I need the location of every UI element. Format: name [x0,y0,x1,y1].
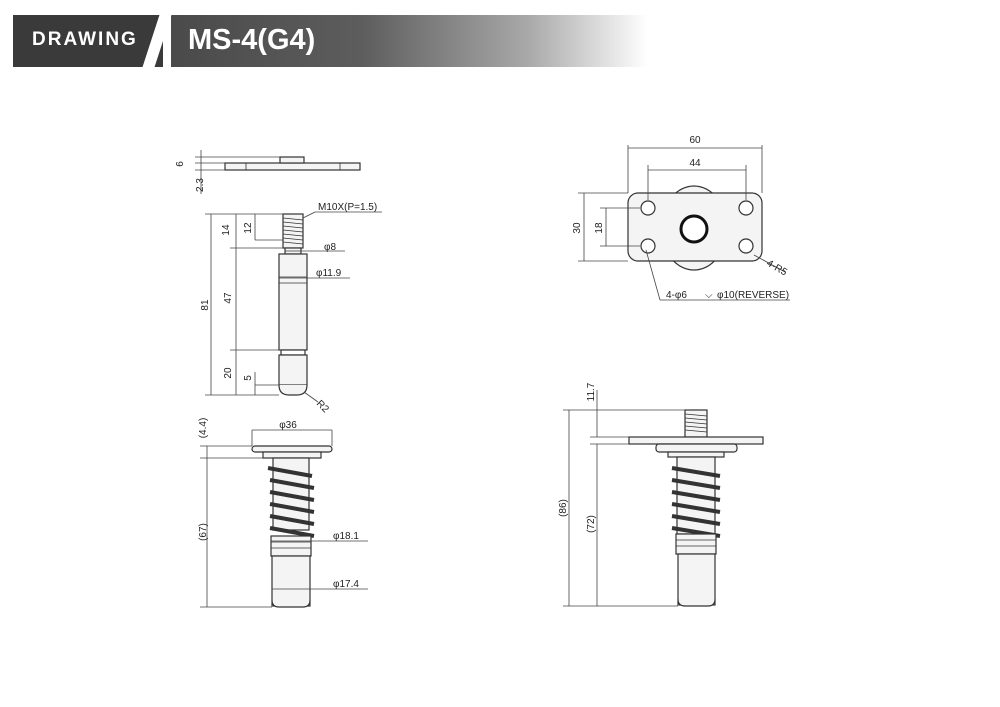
dim-thread-length: 14 [221,224,232,236]
plate-side-view [195,150,361,194]
assembly-left-view [200,429,368,608]
dim-spring-diameter: φ18.1 [333,531,359,542]
dim-flange-diameter: φ36 [279,420,297,431]
dim-hole-pitch-y: 18 [594,222,605,234]
dim-thread-spec: M10X(P=1.5) [318,202,377,213]
dim-chamfer-length: 5 [243,375,254,381]
dim-counterbore: φ10(REVERSE) [717,290,789,301]
dim-plate-offset: 2.3 [195,178,206,192]
plate-plan-view [578,145,790,301]
dim-thread-protrusion: 11.7 [586,382,597,401]
dim-neck-diameter: φ8 [324,242,336,253]
drawing-header: DRAWING MS-4(G4) [13,13,648,69]
pin-shaft-view [205,211,382,403]
page-title: MS-4(G4) [188,24,316,56]
dim-hole-callout: 4-φ6 [666,290,687,301]
dim-flange-offset: (4.4) [198,418,209,439]
dim-corner-radius: 4-R5 [765,258,790,279]
dim-total-length: 81 [200,299,211,311]
assembly-right-view [563,390,764,607]
dim-hole-pitch-x: 44 [689,158,701,169]
dim-overall-length: (86) [558,499,569,517]
dim-plate-thickness: 6 [175,161,186,167]
dim-plate-width: 60 [689,135,701,146]
dim-tip-length: 20 [223,367,234,379]
dim-shaft-diameter: φ11.9 [316,268,342,279]
header-label: DRAWING [32,29,138,50]
dim-thread-effective: 12 [243,222,254,234]
header-label-background [13,15,163,67]
dim-pin-diameter: φ17.4 [333,579,359,590]
dim-below-plate-length: (72) [586,515,597,533]
header-title-background [171,15,648,67]
dim-plate-height: 30 [572,222,583,234]
counterbore-symbol: ⌵ [705,290,713,301]
dim-assembly-length: (67) [198,523,209,541]
dim-shaft-length: 47 [223,292,234,304]
